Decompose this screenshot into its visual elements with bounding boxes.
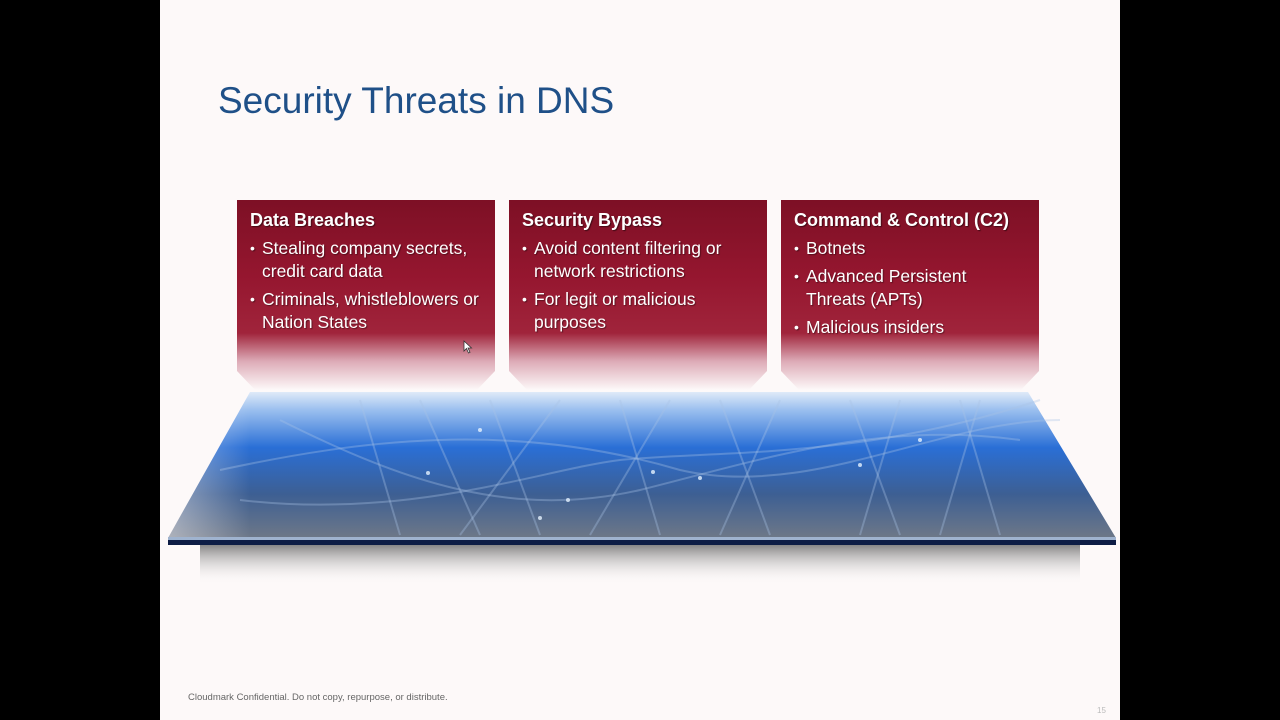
card-bullet: For legit or malicious purposes xyxy=(522,288,755,334)
mouse-cursor-icon xyxy=(463,340,473,354)
card-bullet: Botnets xyxy=(794,237,1027,260)
card-heading: Command & Control (C2) xyxy=(794,210,1009,230)
card-command-control: Command & Control (C2) Botnets Advanced … xyxy=(781,200,1039,390)
slide: Security Threats in DNS Data Breaches St… xyxy=(160,0,1120,720)
card-data-breaches: Data Breaches Stealing company secrets, … xyxy=(237,200,495,390)
page-number: 15 xyxy=(1097,706,1106,715)
card-bullet: Criminals, whistleblowers or Nation Stat… xyxy=(250,288,483,334)
card-heading: Security Bypass xyxy=(522,210,663,230)
slide-title: Security Threats in DNS xyxy=(218,80,615,121)
card-security-bypass: Security Bypass Avoid content filtering … xyxy=(509,200,767,390)
network-platform-graphic xyxy=(160,392,1116,585)
card-bullet: Malicious insiders xyxy=(794,316,1027,339)
card-bullet: Stealing company secrets, credit card da… xyxy=(250,237,483,283)
card-bullet: Advanced Persistent Threats (APTs) xyxy=(794,265,1027,311)
card-bullet: Avoid content filtering or network restr… xyxy=(522,237,755,283)
confidential-footer: Cloudmark Confidential. Do not copy, rep… xyxy=(188,692,448,703)
card-heading: Data Breaches xyxy=(250,210,376,230)
